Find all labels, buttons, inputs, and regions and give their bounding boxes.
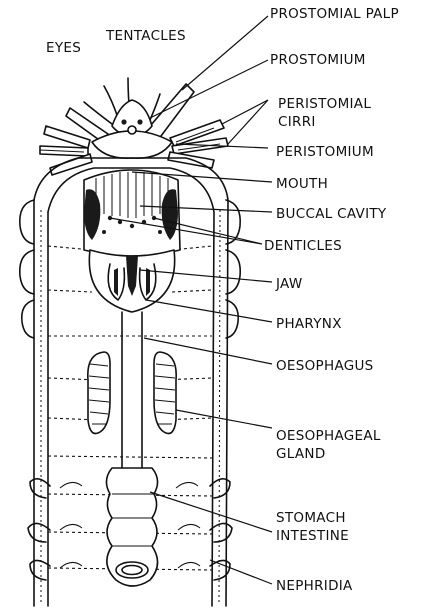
labels: EYES TENTACLES PROSTOMIAL PALP PROSTOMIU… — [46, 6, 399, 594]
oesophageal-glands — [88, 352, 176, 434]
label-eyes: EYES — [46, 40, 81, 56]
stomach-intestine — [106, 468, 157, 586]
label-peristomial-cirri-2: CIRRI — [278, 114, 316, 130]
label-mouth: MOUTH — [276, 176, 328, 192]
oesophagus — [122, 312, 142, 468]
label-tentacles: TENTACLES — [105, 28, 186, 44]
label-jaw: JAW — [275, 276, 303, 292]
label-oesophageal-gland-2: GLAND — [276, 446, 326, 462]
label-nephridia: NEPHRIDIA — [276, 578, 353, 594]
label-peristomial-cirri-1: PERISTOMIAL — [278, 96, 371, 112]
buccal-cavity — [84, 170, 180, 256]
label-pharynx: PHARYNX — [276, 316, 342, 332]
label-buccal-cavity: BUCCAL CAVITY — [276, 206, 387, 222]
label-oesophageal-gland-1: OESOPHAGEAL — [276, 428, 381, 444]
label-prostomial-palp: PROSTOMIAL PALP — [270, 6, 399, 22]
label-denticles: DENTICLES — [264, 238, 342, 254]
label-stomach: STOMACH — [276, 510, 346, 526]
label-prostomium: PROSTOMIUM — [270, 52, 366, 68]
label-peristomium: PERISTOMIUM — [276, 144, 374, 160]
label-oesophagus: OESOPHAGUS — [276, 358, 374, 374]
label-intestine: INTESTINE — [276, 528, 349, 544]
